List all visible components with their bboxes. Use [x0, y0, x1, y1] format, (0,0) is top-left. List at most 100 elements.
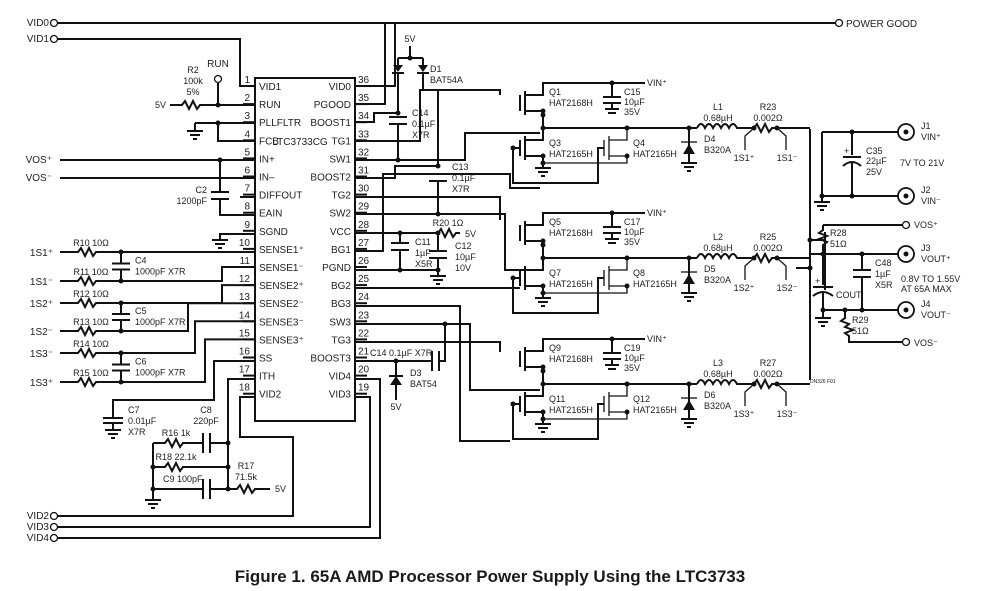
- c12-capacitor: [429, 233, 447, 270]
- r29-value: 51Ω: [852, 326, 869, 336]
- ic-pin-name: SW1: [329, 154, 351, 165]
- l-ref: L3: [713, 358, 723, 368]
- vid1-terminal[interactable]: [49, 34, 59, 44]
- r13-label: R13 10Ω: [73, 317, 109, 327]
- ic-pin-name: VCC: [330, 227, 351, 238]
- sense-terminal-label: 1S3⁺: [30, 378, 53, 389]
- d1-5v: 5V: [404, 34, 415, 44]
- cin-value: 10µF: [624, 353, 645, 363]
- sense-minus-label: 1S1⁻: [777, 153, 798, 163]
- vos-minus-terminal[interactable]: [901, 337, 911, 347]
- c7-value: 0.01µF: [128, 416, 157, 426]
- ic-pin-name: TG1: [332, 136, 352, 147]
- power-good-terminal[interactable]: [834, 18, 844, 28]
- ic-pin-name: SW2: [329, 209, 351, 220]
- r17-ref: R17: [238, 461, 255, 471]
- ic-pin-number: 27: [358, 238, 370, 249]
- sense-resistor: [60, 320, 255, 360]
- run-label: RUN: [207, 59, 229, 70]
- ql2-ref: Q8: [633, 268, 645, 278]
- rsense-value: 0.002Ω: [753, 113, 783, 123]
- ic-pin-number: 33: [358, 129, 370, 140]
- r2-value: 100k: [183, 76, 203, 86]
- vid3-terminal[interactable]: [49, 522, 59, 532]
- ic-pin-number: 22: [358, 328, 370, 339]
- c5-capacitor: [112, 303, 130, 331]
- j4-label: VOUT⁻: [921, 310, 951, 320]
- schottky-diode-icon: [683, 274, 695, 284]
- vos-plus-terminal[interactable]: [901, 220, 911, 230]
- ic-pin-number: 4: [244, 129, 250, 140]
- ic-pin-name: BOOST1: [310, 118, 351, 129]
- ic-pin-number: 30: [358, 184, 370, 195]
- ic-pin-number: 1: [244, 75, 250, 86]
- ic-pin-number: 19: [358, 383, 370, 394]
- vin-capacitor: [603, 339, 621, 370]
- ground-icon: [535, 423, 551, 433]
- r20-label: R20 1Ω: [433, 218, 464, 228]
- schottky-diode-icon: [683, 144, 695, 154]
- l-ref: L1: [713, 102, 723, 112]
- l-value: 0.68µH: [703, 243, 732, 253]
- vin-label: VIN⁺: [647, 208, 667, 218]
- r17-value: 71.5k: [235, 472, 258, 482]
- power-stage-2: Q5HAT2168HVIN⁺C1710µF35VQ7HAT2165HQ8HAT2…: [510, 208, 810, 314]
- vid2-terminal[interactable]: [49, 511, 59, 521]
- r2-ref: R2: [187, 65, 199, 75]
- vid0-terminal[interactable]: [49, 18, 59, 28]
- d1-part: BAT54A: [430, 75, 463, 85]
- c8-value: 220pF: [193, 416, 219, 426]
- ground-icon: [535, 297, 551, 307]
- r11-label: R11 10Ω: [73, 267, 108, 277]
- qh-part: HAT2168H: [549, 228, 593, 238]
- sense-minus-label: 1S2⁻: [777, 283, 798, 293]
- vid4-terminal[interactable]: [49, 533, 59, 543]
- sense-resistor: [60, 245, 255, 259]
- r16-label: R16 1k: [162, 428, 191, 438]
- rsense-ref: R25: [760, 232, 777, 242]
- c2-value: 1200pF: [176, 196, 207, 206]
- ic-pin-name: BOOST2: [310, 173, 351, 184]
- c8-ref: C8: [200, 405, 212, 415]
- r2-tol: 5%: [186, 87, 199, 97]
- qh-ref: Q9: [549, 343, 561, 353]
- r28-ref: R28: [830, 228, 847, 238]
- ql2-part: HAT2165H: [633, 405, 677, 415]
- r20-5v: 5V: [465, 229, 476, 239]
- ic-pin-number: 13: [239, 292, 251, 303]
- c6-value: 1000pF X7R: [135, 368, 186, 378]
- sense-resistor: [60, 266, 255, 288]
- r14-label: R14 10Ω: [73, 339, 109, 349]
- d1-diode-icon: [393, 65, 428, 72]
- d3-ref: D3: [410, 368, 422, 378]
- ic-pin-name: SENSE1⁺: [259, 245, 304, 256]
- sense-resistor: [60, 338, 255, 389]
- j3-label: VOUT⁺: [921, 254, 951, 264]
- c14-capacitor: [389, 73, 407, 160]
- run-terminal[interactable]: [213, 74, 223, 84]
- ic-pin-number: 26: [358, 256, 370, 267]
- c14-value: 0.1µF: [412, 119, 436, 129]
- r2-5v: 5V: [155, 100, 166, 110]
- c48-rating: X5R: [875, 280, 893, 290]
- ic-ref: LTC3733CG: [272, 137, 328, 148]
- ic-pin-number: 15: [239, 328, 251, 339]
- cout-label: COUT: [836, 290, 862, 300]
- ql2-part: HAT2165H: [633, 279, 677, 289]
- ic-pin-name: PGOOD: [314, 100, 351, 111]
- ic-pin-name: EAIN: [259, 209, 282, 220]
- ground-icon: [814, 196, 830, 211]
- power-stage-1: Q1HAT2168HVIN⁺C1510µF35VQ3HAT2165HQ4HAT2…: [510, 78, 810, 184]
- ic-pin-name: SENSE3⁻: [259, 317, 304, 328]
- vin-capacitor: [603, 213, 621, 244]
- ic-pin-number: 5: [244, 147, 250, 158]
- ql-part: HAT2165H: [549, 279, 593, 289]
- l-value: 0.68µH: [703, 369, 732, 379]
- sense-terminal-label: 1S3⁻: [30, 349, 53, 360]
- power-stage-3: Q9HAT2168HVIN⁺C1910µF35VQ11HAT2165HQ12HA…: [510, 334, 810, 440]
- c11-ref: C11: [415, 237, 431, 247]
- c7-capacitor: [103, 417, 123, 439]
- j1-label: VIN⁺: [921, 132, 941, 142]
- c14-rating: X7R: [412, 130, 430, 140]
